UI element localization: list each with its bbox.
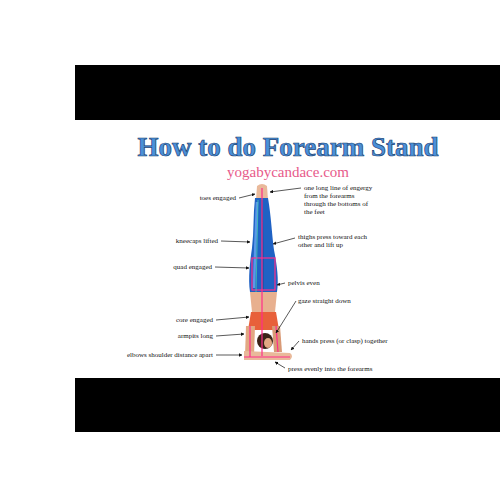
- head: [257, 333, 273, 349]
- legs: [249, 198, 278, 292]
- waist: [250, 292, 277, 312]
- top-bar: [75, 65, 500, 120]
- forearm-guide: [244, 356, 290, 357]
- face: [264, 338, 272, 348]
- leader-line: [291, 341, 299, 350]
- callout-label: quad engaged: [173, 263, 212, 271]
- leader-line: [221, 241, 250, 242]
- leader-line: [216, 317, 249, 320]
- leader-line: [215, 267, 249, 268]
- callout-label: toes engaged: [200, 194, 236, 202]
- bottom-bar: [75, 378, 500, 432]
- callout-label: one long line of engergy from the forear…: [304, 184, 374, 216]
- callout-label: kneecaps lifted: [176, 237, 218, 245]
- hip-guide: [252, 258, 275, 290]
- leader-line: [216, 355, 242, 356]
- leader-line: [277, 283, 285, 285]
- callout-label: elbows shoulder distance apart: [127, 351, 213, 359]
- callout-label: thighs press toward each other and lift …: [298, 233, 378, 249]
- leader-line: [239, 194, 255, 198]
- leader-line: [276, 301, 296, 333]
- leader-line: [273, 238, 295, 244]
- callout-label: armpits long: [178, 332, 213, 340]
- callout-label: press evenly into the forearms: [288, 365, 372, 373]
- arm-guide: [249, 326, 250, 357]
- callout-label: hands press (or clasp) together: [302, 337, 388, 345]
- callout-label: pelvis even: [288, 279, 320, 287]
- callout-label: core engaged: [176, 316, 213, 324]
- leader-line: [270, 188, 301, 192]
- upper-arm: [272, 326, 282, 352]
- forearms: [244, 351, 292, 360]
- page-title: How to do Forearm Stand: [138, 132, 439, 162]
- callout-label: gaze straight down: [298, 297, 351, 305]
- alignment-line: [261, 188, 262, 356]
- site-url: yogabycandace.com: [227, 163, 349, 181]
- leader-line: [216, 334, 244, 336]
- teal-guide: [256, 200, 258, 292]
- leader-line: [275, 362, 285, 368]
